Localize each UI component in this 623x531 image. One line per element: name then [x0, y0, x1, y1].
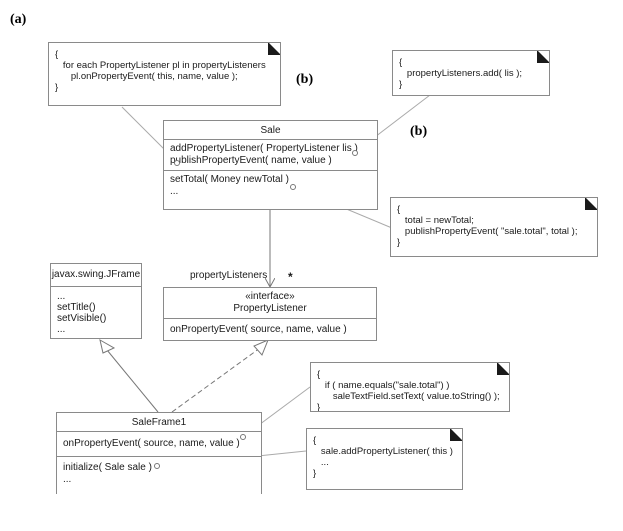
anchor-port: [352, 150, 358, 156]
note-line: {: [399, 57, 403, 68]
note-line: publishPropertyEvent( "sale.total", tota…: [397, 226, 578, 237]
operation: publishPropertyEvent( name, value ): [170, 155, 332, 166]
note-corner: [450, 429, 462, 441]
operation: ...: [57, 324, 66, 335]
anchor-port: [154, 463, 160, 469]
realization-arrowhead: [253, 339, 269, 356]
operation: setTitle(): [57, 302, 96, 313]
note-corner: [537, 51, 549, 63]
anchor-port: [290, 184, 296, 190]
class-name: PropertyListener: [233, 303, 307, 314]
note-corner: [497, 363, 509, 375]
note-settotal-impl: { total = newTotal; publishPropertyEvent…: [390, 197, 598, 257]
class-jframe: javax.swing.JFrame ... setTitle() setVis…: [50, 263, 142, 339]
note-onproperty-impl: { if ( name.equals("sale.total") ) saleT…: [310, 362, 510, 412]
class-sale: Sale addPropertyListener( PropertyListen…: [163, 120, 378, 210]
panel-label-a: (a): [10, 12, 27, 27]
class-name: SaleFrame1: [57, 413, 261, 432]
operation: ...: [170, 186, 179, 197]
note-line: }: [317, 402, 321, 412]
note-line: sale.addPropertyListener( this ): [313, 446, 453, 457]
note-line: }: [399, 79, 403, 90]
operation: initialize( Sale sale ): [63, 462, 152, 473]
operation: onPropertyEvent( source, name, value ): [170, 324, 347, 335]
operation: ...: [57, 291, 66, 302]
operation: onPropertyEvent( source, name, value ): [63, 438, 240, 449]
operation: setVisible(): [57, 313, 107, 324]
note-corner: [268, 43, 280, 55]
realization-line: [171, 347, 261, 413]
note-line: {: [313, 435, 317, 446]
note-line: {: [317, 369, 321, 380]
generalization-arrowhead: [99, 338, 116, 354]
note-line: pl.onPropertyEvent( this, name, value );: [55, 71, 238, 82]
panel-label-b-top: (b): [296, 72, 314, 87]
note-line: }: [55, 82, 59, 93]
note-line: saleTextField.setText( value.toString() …: [317, 391, 500, 402]
note-line: total = newTotal;: [397, 215, 474, 226]
operation: setTotal( Money newTotal ): [170, 174, 289, 185]
note-line: }: [313, 468, 317, 479]
association-multiplicity: *: [288, 270, 293, 284]
class-saleframe1: SaleFrame1 onPropertyEvent( source, name…: [56, 412, 262, 494]
note-add-impl: { propertyListeners.add( lis ); }: [392, 50, 550, 96]
note-corner: [585, 198, 597, 210]
anchor-port: [174, 160, 180, 166]
note-initialize-impl: { sale.addPropertyListener( this ) ... }: [306, 428, 463, 490]
stereotype-label: «interface»: [245, 291, 295, 302]
operation: ...: [63, 474, 72, 485]
note-line: if ( name.equals("sale.total") ): [317, 380, 450, 391]
class-name: Sale: [164, 121, 377, 140]
association-role-label: propertyListeners: [190, 270, 268, 281]
note-line: }: [397, 237, 401, 248]
note-line: {: [397, 204, 401, 215]
operation: addPropertyListener( PropertyListener li…: [170, 143, 358, 154]
note-line: {: [55, 49, 59, 60]
generalization-line: [106, 349, 159, 413]
note-line: for each PropertyListener pl in property…: [55, 60, 266, 71]
note-line: ...: [313, 457, 329, 468]
panel-label-b-mid: (b): [410, 124, 428, 139]
anchor-port: [240, 434, 246, 440]
interface-property-listener: «interface» PropertyListener onPropertyE…: [163, 287, 377, 341]
note-publish-impl: { for each PropertyListener pl in proper…: [48, 42, 281, 106]
class-name: javax.swing.JFrame: [51, 264, 141, 287]
note-line: propertyListeners.add( lis );: [399, 68, 523, 79]
